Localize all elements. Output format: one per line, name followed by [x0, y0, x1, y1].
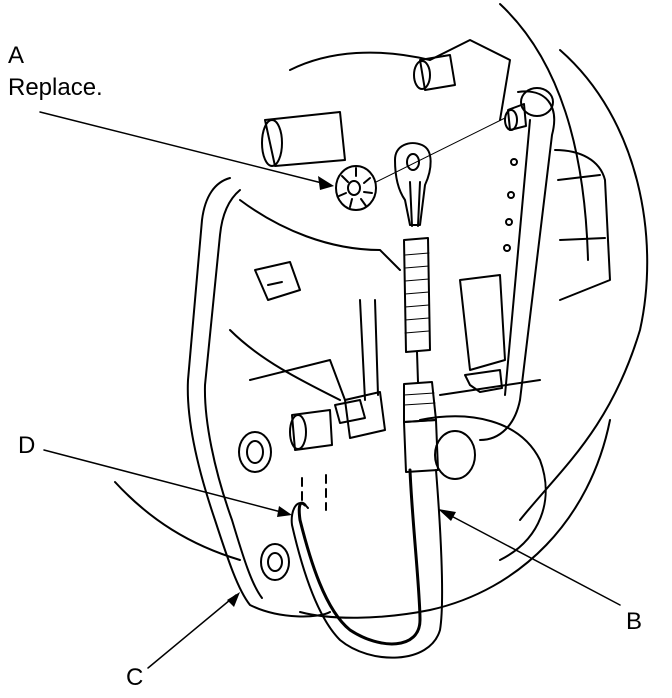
housing-lower-left — [229, 329, 341, 401]
cable-b — [297, 468, 422, 646]
bracket-left — [254, 261, 301, 301]
lever-pin — [507, 103, 527, 131]
leader-c — [147, 594, 237, 669]
boss-upper-right — [419, 54, 456, 91]
clip-a-washer — [335, 165, 377, 211]
floor-curve-left — [114, 481, 241, 561]
right-block-line — [557, 174, 601, 181]
lower-arc — [299, 419, 611, 619]
brake-lever — [479, 90, 556, 441]
small-bracket — [334, 399, 366, 424]
lever-hole-2 — [507, 191, 515, 199]
cable-sheath-end — [403, 419, 439, 473]
housing-line-3 — [359, 299, 366, 401]
bracket-notch — [267, 281, 283, 286]
cable-eyelet-hole — [406, 153, 420, 171]
backing-plate-inner — [203, 189, 263, 599]
brake-lever-inner — [504, 119, 531, 396]
right-bracket-edge — [439, 379, 541, 396]
cable-boot — [403, 381, 437, 423]
arrowhead-d — [277, 506, 292, 517]
clip-a-teeth — [338, 167, 373, 208]
callout-b-letter: B — [626, 608, 643, 635]
cable-eyelet — [394, 142, 432, 226]
housing-top — [289, 39, 511, 121]
boss-upper — [264, 111, 346, 167]
leader-b — [439, 509, 621, 606]
boss-upper-right-face — [413, 60, 431, 90]
lever-pin-tip — [504, 109, 518, 131]
outer-arc-right — [519, 49, 649, 521]
backing-plate — [186, 177, 331, 618]
outer-arc-top — [499, 3, 589, 261]
lever-hole-1 — [510, 158, 518, 166]
arrowhead-a — [318, 176, 334, 190]
spring-coils — [404, 252, 430, 334]
cable-b-outer — [290, 469, 444, 659]
lever-hole-4 — [503, 244, 511, 252]
boss-lower-left-inner — [246, 440, 264, 464]
lower-housing — [419, 415, 547, 561]
boss-upper-face — [261, 119, 283, 167]
housing-line-4 — [374, 299, 379, 396]
cable-boot-ridge — [403, 392, 436, 406]
housing-mid — [239, 199, 401, 271]
right-block — [554, 149, 611, 301]
lever-pin-head — [520, 87, 554, 117]
cable-eyelet-neck — [409, 181, 421, 227]
right-bracket — [459, 274, 506, 371]
arrowhead-b — [438, 509, 456, 521]
housing-line-2 — [344, 391, 386, 439]
return-spring — [403, 237, 431, 353]
boss-lower-mid — [291, 409, 333, 451]
arrowhead-c — [227, 592, 240, 607]
leader-d — [43, 449, 286, 514]
right-bracket-tab — [464, 369, 503, 393]
boss-lower-mid-face — [289, 414, 307, 450]
callout-a-letter: A — [8, 42, 25, 69]
boss-lower-right — [434, 430, 476, 480]
boss-bottom — [260, 543, 290, 581]
boss-lower-left — [238, 431, 272, 473]
housing-line-1 — [249, 359, 346, 401]
lever-hole-3 — [505, 218, 513, 226]
boss-bottom-inner — [267, 552, 283, 572]
callout-a-note: Replace. — [8, 74, 103, 101]
callout-d-letter: D — [18, 432, 36, 459]
spring-wire — [416, 351, 419, 383]
clip-a-hole — [347, 180, 361, 196]
leader-a — [39, 111, 323, 184]
callout-c-letter: C — [126, 664, 144, 691]
pin-axis-line — [375, 117, 506, 183]
right-block-line-2 — [559, 237, 606, 241]
